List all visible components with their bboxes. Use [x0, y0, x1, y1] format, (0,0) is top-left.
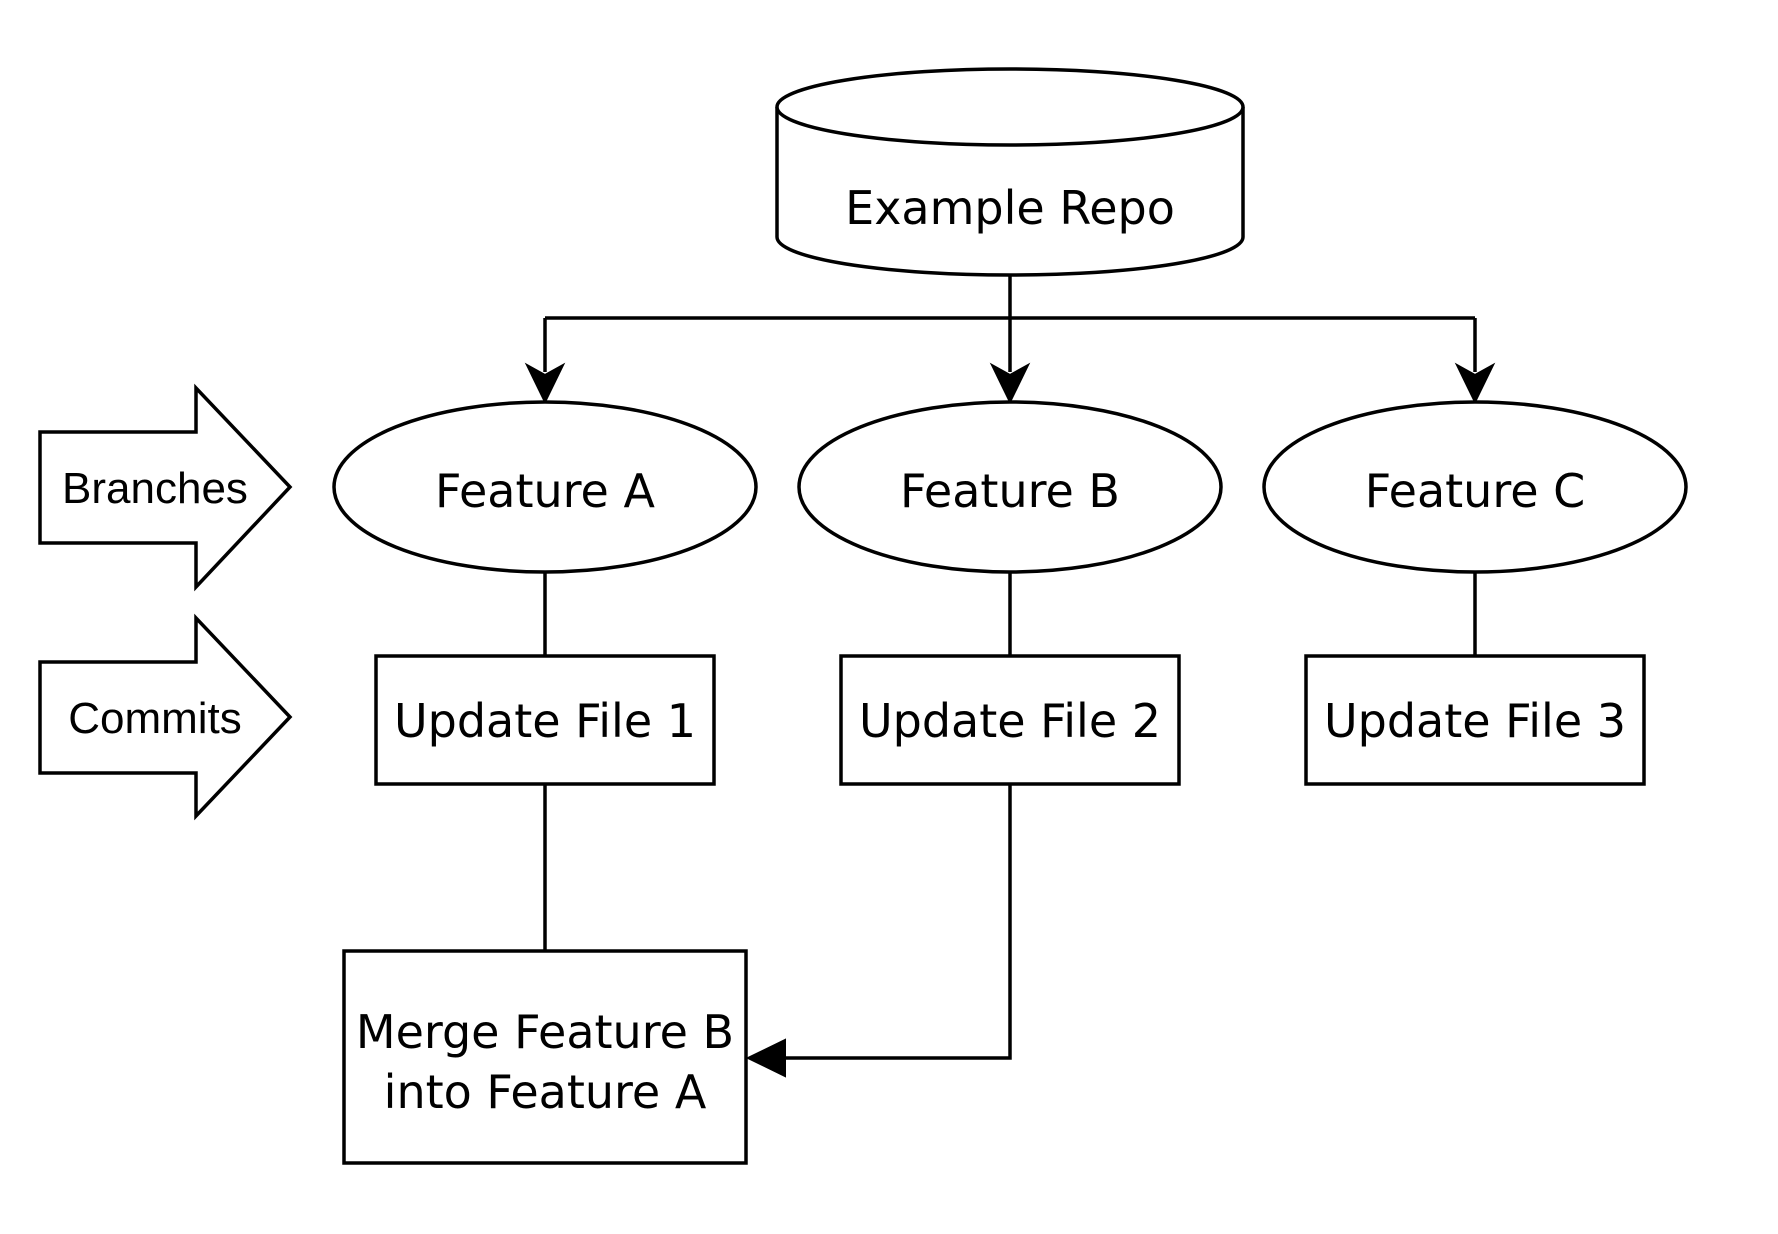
branch-node-feature-c: Feature C: [1262, 400, 1688, 574]
row-label-branches: Branches: [38, 383, 293, 592]
branch-ellipse: [1262, 400, 1688, 574]
branch-ellipse: [332, 400, 758, 574]
branches-block-arrow: [38, 383, 293, 592]
arrowhead-feature-c: [1454, 362, 1496, 405]
arrowhead-merge: [745, 1038, 786, 1078]
commit-node-update-file-1: Update File 1: [374, 654, 716, 786]
commit-box: [374, 654, 716, 786]
repo-node: Example Repo: [775, 67, 1245, 277]
branch-label: Feature A: [435, 464, 655, 518]
branch-node-feature-a: Feature A: [332, 400, 758, 574]
commit-label: Update File 2: [859, 694, 1161, 748]
repo-cylinder-body: [775, 107, 1245, 277]
branch-label: Feature B: [900, 464, 1120, 518]
commit-box: [839, 654, 1181, 786]
commit-label: Update File 1: [394, 694, 696, 748]
merge-label-line-1: Merge Feature B: [356, 1005, 734, 1059]
merge-label-line-2: into Feature A: [384, 1065, 707, 1119]
commit-node-update-file-2: Update File 2: [839, 654, 1181, 786]
branch-label: Feature C: [1365, 464, 1586, 518]
merge-node: Merge Feature B into Feature A: [342, 949, 748, 1165]
edge-commit-2-to-merge: [780, 784, 1012, 1060]
commit-node-update-file-3: Update File 3: [1304, 654, 1646, 786]
branch-node-feature-b: Feature B: [797, 400, 1223, 574]
branches-row-label: Branches: [62, 464, 248, 513]
commit-box: [1304, 654, 1646, 786]
commits-row-label: Commits: [68, 694, 242, 743]
merge-box: [342, 949, 748, 1165]
edges: [524, 275, 1496, 1078]
commit-label: Update File 3: [1324, 694, 1626, 748]
arrowhead-feature-a: [524, 362, 566, 405]
commits-block-arrow: [38, 613, 293, 821]
arrowhead-feature-b: [989, 362, 1031, 405]
row-label-commits: Commits: [38, 613, 293, 821]
branch-ellipse: [797, 400, 1223, 574]
repo-label: Example Repo: [845, 181, 1175, 235]
repo-cylinder-top: [775, 67, 1245, 147]
